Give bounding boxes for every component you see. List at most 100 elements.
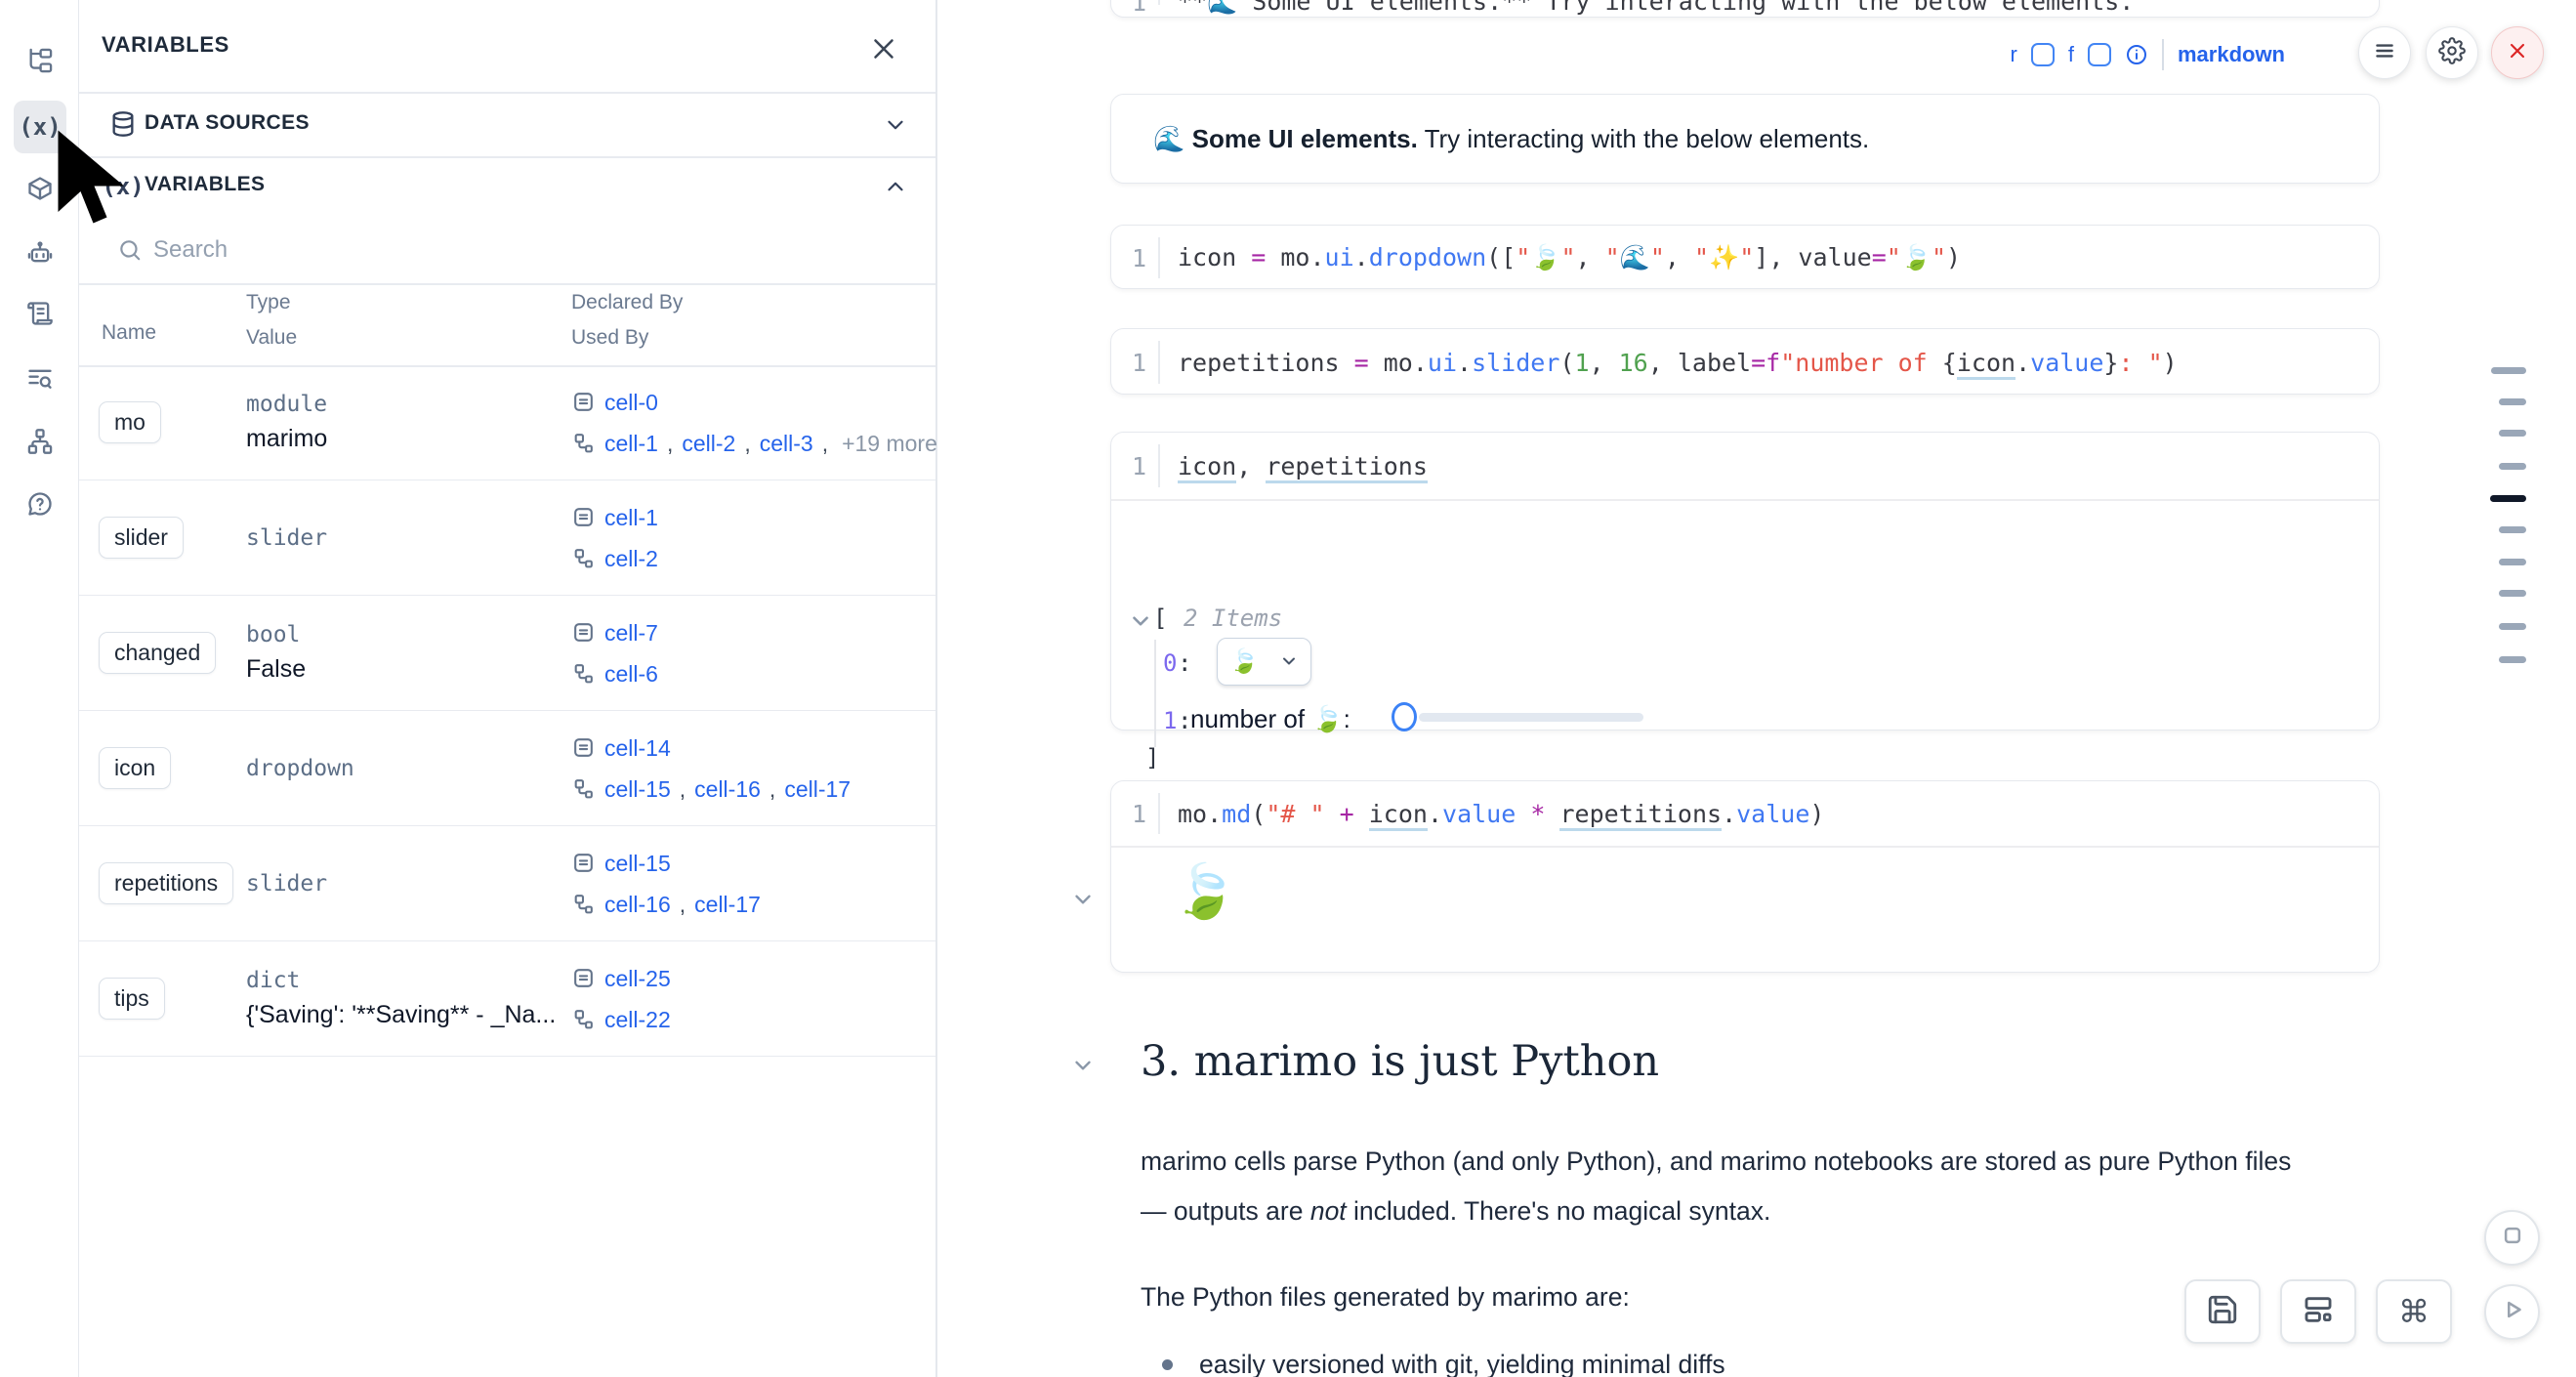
note-icon: [571, 505, 596, 529]
cell-link[interactable]: cell-15: [604, 850, 671, 876]
minimap-cell-marker[interactable]: [2499, 623, 2526, 630]
markdown-cell-editor[interactable]: 1 **🌊 Some UI elements.** Try interactin…: [1110, 0, 2380, 18]
save-button[interactable]: [2184, 1279, 2261, 1344]
cell-link[interactable]: cell-7: [604, 619, 658, 646]
shutdown-button[interactable]: [2491, 26, 2544, 79]
cell-reference-line: cell-15, cell-16, cell-17: [571, 772, 935, 806]
cell-link[interactable]: cell-15: [604, 775, 671, 802]
cell-link[interactable]: cell-2: [682, 430, 736, 456]
more-cells-label[interactable]: +19 more: [842, 430, 937, 456]
cell-reference-line: cell-1, cell-2, cell-3, +19 more: [571, 427, 937, 460]
layout-button[interactable]: [2280, 1279, 2356, 1344]
variable-name-badge: icon: [99, 747, 172, 789]
section-variables[interactable]: (x) VARIABLES: [79, 156, 935, 217]
format-chip-icon[interactable]: [2087, 43, 2111, 66]
variable-name-badge: mo: [99, 401, 161, 443]
code-cell-dropdown[interactable]: 1 icon = mo.ui.dropdown(["🍃", "🌊", "✨"],…: [1110, 225, 2380, 289]
cell-link[interactable]: cell-16: [694, 775, 761, 802]
help-button[interactable]: [14, 480, 66, 532]
minimap-cell-marker[interactable]: [2499, 590, 2526, 597]
language-label[interactable]: markdown: [2177, 42, 2285, 66]
cell-link[interactable]: cell-22: [604, 1006, 671, 1032]
search-input[interactable]: [153, 236, 563, 264]
minimap-cell-marker[interactable]: [2491, 367, 2526, 374]
logs-button[interactable]: [14, 355, 66, 407]
slider-track[interactable]: [1419, 712, 1643, 722]
info-icon[interactable]: [2125, 43, 2148, 66]
cell-link[interactable]: cell-1: [604, 430, 658, 456]
section-collapse-chevron-icon[interactable]: [1070, 1053, 1096, 1083]
divider: [79, 92, 935, 94]
minimap-cell-marker[interactable]: [2499, 398, 2526, 405]
cell-link[interactable]: cell-6: [604, 660, 658, 687]
command-palette-button[interactable]: ⌘: [2376, 1279, 2452, 1344]
cell-link[interactable]: cell-17: [784, 775, 852, 802]
database-icon: [109, 110, 137, 138]
close-bracket: ]: [1145, 743, 1160, 772]
colon: :: [1178, 648, 1192, 677]
minimap-cell-marker[interactable]: [2499, 526, 2526, 533]
cell-link[interactable]: cell-3: [759, 430, 813, 456]
cell-link[interactable]: cell-17: [694, 891, 761, 917]
line-number: 1: [1131, 348, 1146, 377]
dropdown-widget[interactable]: 🍃: [1217, 637, 1311, 686]
file-explorer-button[interactable]: [14, 36, 66, 89]
minimap-cell-marker[interactable]: [2490, 495, 2526, 502]
snippets-button[interactable]: [14, 289, 66, 342]
cell-toolbar: r f markdown: [2011, 37, 2285, 72]
cell-link[interactable]: cell-2: [604, 545, 658, 571]
cell-link[interactable]: cell-1: [604, 504, 658, 530]
code-line[interactable]: icon = mo.ui.dropdown(["🍃", "🌊", "✨"], v…: [1178, 243, 1962, 271]
items-count-label: 2 Items: [1184, 604, 1283, 632]
run-all-button[interactable]: [2484, 1284, 2540, 1340]
minimap-cell-marker[interactable]: [2499, 656, 2526, 663]
chevron-down-icon: [1283, 657, 1295, 665]
open-bracket: [: [1153, 604, 1168, 632]
minimap-cell-marker[interactable]: [2499, 559, 2526, 565]
section-label: VARIABLES: [145, 173, 266, 195]
wave-emoji: 🌊: [1153, 123, 1185, 153]
variable-type: module: [246, 392, 328, 417]
code-line[interactable]: mo.md("# " + icon.value * repetitions.va…: [1178, 799, 1825, 828]
code-cell-tuple[interactable]: 1 icon, repetitions [ 2 Items 0 : 🍃 1 : …: [1110, 432, 2380, 772]
cell-link[interactable]: cell-16: [604, 891, 671, 917]
packages-button[interactable]: [14, 164, 66, 217]
settings-button[interactable]: [2426, 26, 2478, 79]
column-header-declared-by: Declared By: [571, 291, 684, 313]
cell-link[interactable]: cell-14: [604, 734, 671, 761]
run-chip-icon[interactable]: [2030, 43, 2055, 66]
cell-link[interactable]: cell-0: [604, 389, 658, 415]
code-line[interactable]: repetitions = mo.ui.slider(1, 16, label=…: [1178, 348, 2178, 377]
section-data-sources[interactable]: DATA SOURCES: [79, 92, 935, 156]
cell-link[interactable]: cell-25: [604, 965, 671, 991]
minimap-cell-marker[interactable]: [2499, 463, 2526, 470]
slider-thumb[interactable]: [1392, 701, 1417, 731]
divider: [79, 365, 935, 367]
search-icon: [117, 237, 143, 263]
menu-button[interactable]: [2358, 26, 2411, 79]
code-line[interactable]: **🌊 Some UI elements.** Try interacting …: [1178, 0, 2135, 16]
bot-icon: [26, 239, 54, 271]
ai-assistant-button[interactable]: [14, 229, 66, 281]
stop-button[interactable]: [2484, 1210, 2540, 1266]
dependency-graph-icon: [26, 428, 54, 460]
search-row: [79, 217, 935, 283]
dependency-graph-button[interactable]: [14, 417, 66, 470]
code-line[interactable]: icon, repetitions: [1178, 451, 1428, 480]
note-icon: [571, 620, 596, 645]
chevron-down-icon[interactable]: [1128, 608, 1153, 639]
column-header-name: Name: [102, 321, 157, 344]
slider-label: number of 🍃:: [1190, 703, 1350, 733]
code-cell-md[interactable]: 1 mo.md("# " + icon.value * repetitions.…: [1110, 780, 2380, 973]
code-cell-slider[interactable]: 1 repetitions = mo.ui.slider(1, 16, labe…: [1110, 328, 2380, 395]
minimap-cell-marker[interactable]: [2499, 430, 2526, 437]
close-icon[interactable]: [867, 32, 900, 65]
line-number: 1: [1131, 451, 1146, 480]
variables-panel-button[interactable]: (x): [14, 101, 66, 153]
collapse-chevron-icon[interactable]: [1070, 887, 1096, 917]
workflow-icon: [571, 661, 596, 686]
variable-name-badge: tips: [99, 978, 165, 1020]
gear-icon: [2438, 36, 2466, 69]
